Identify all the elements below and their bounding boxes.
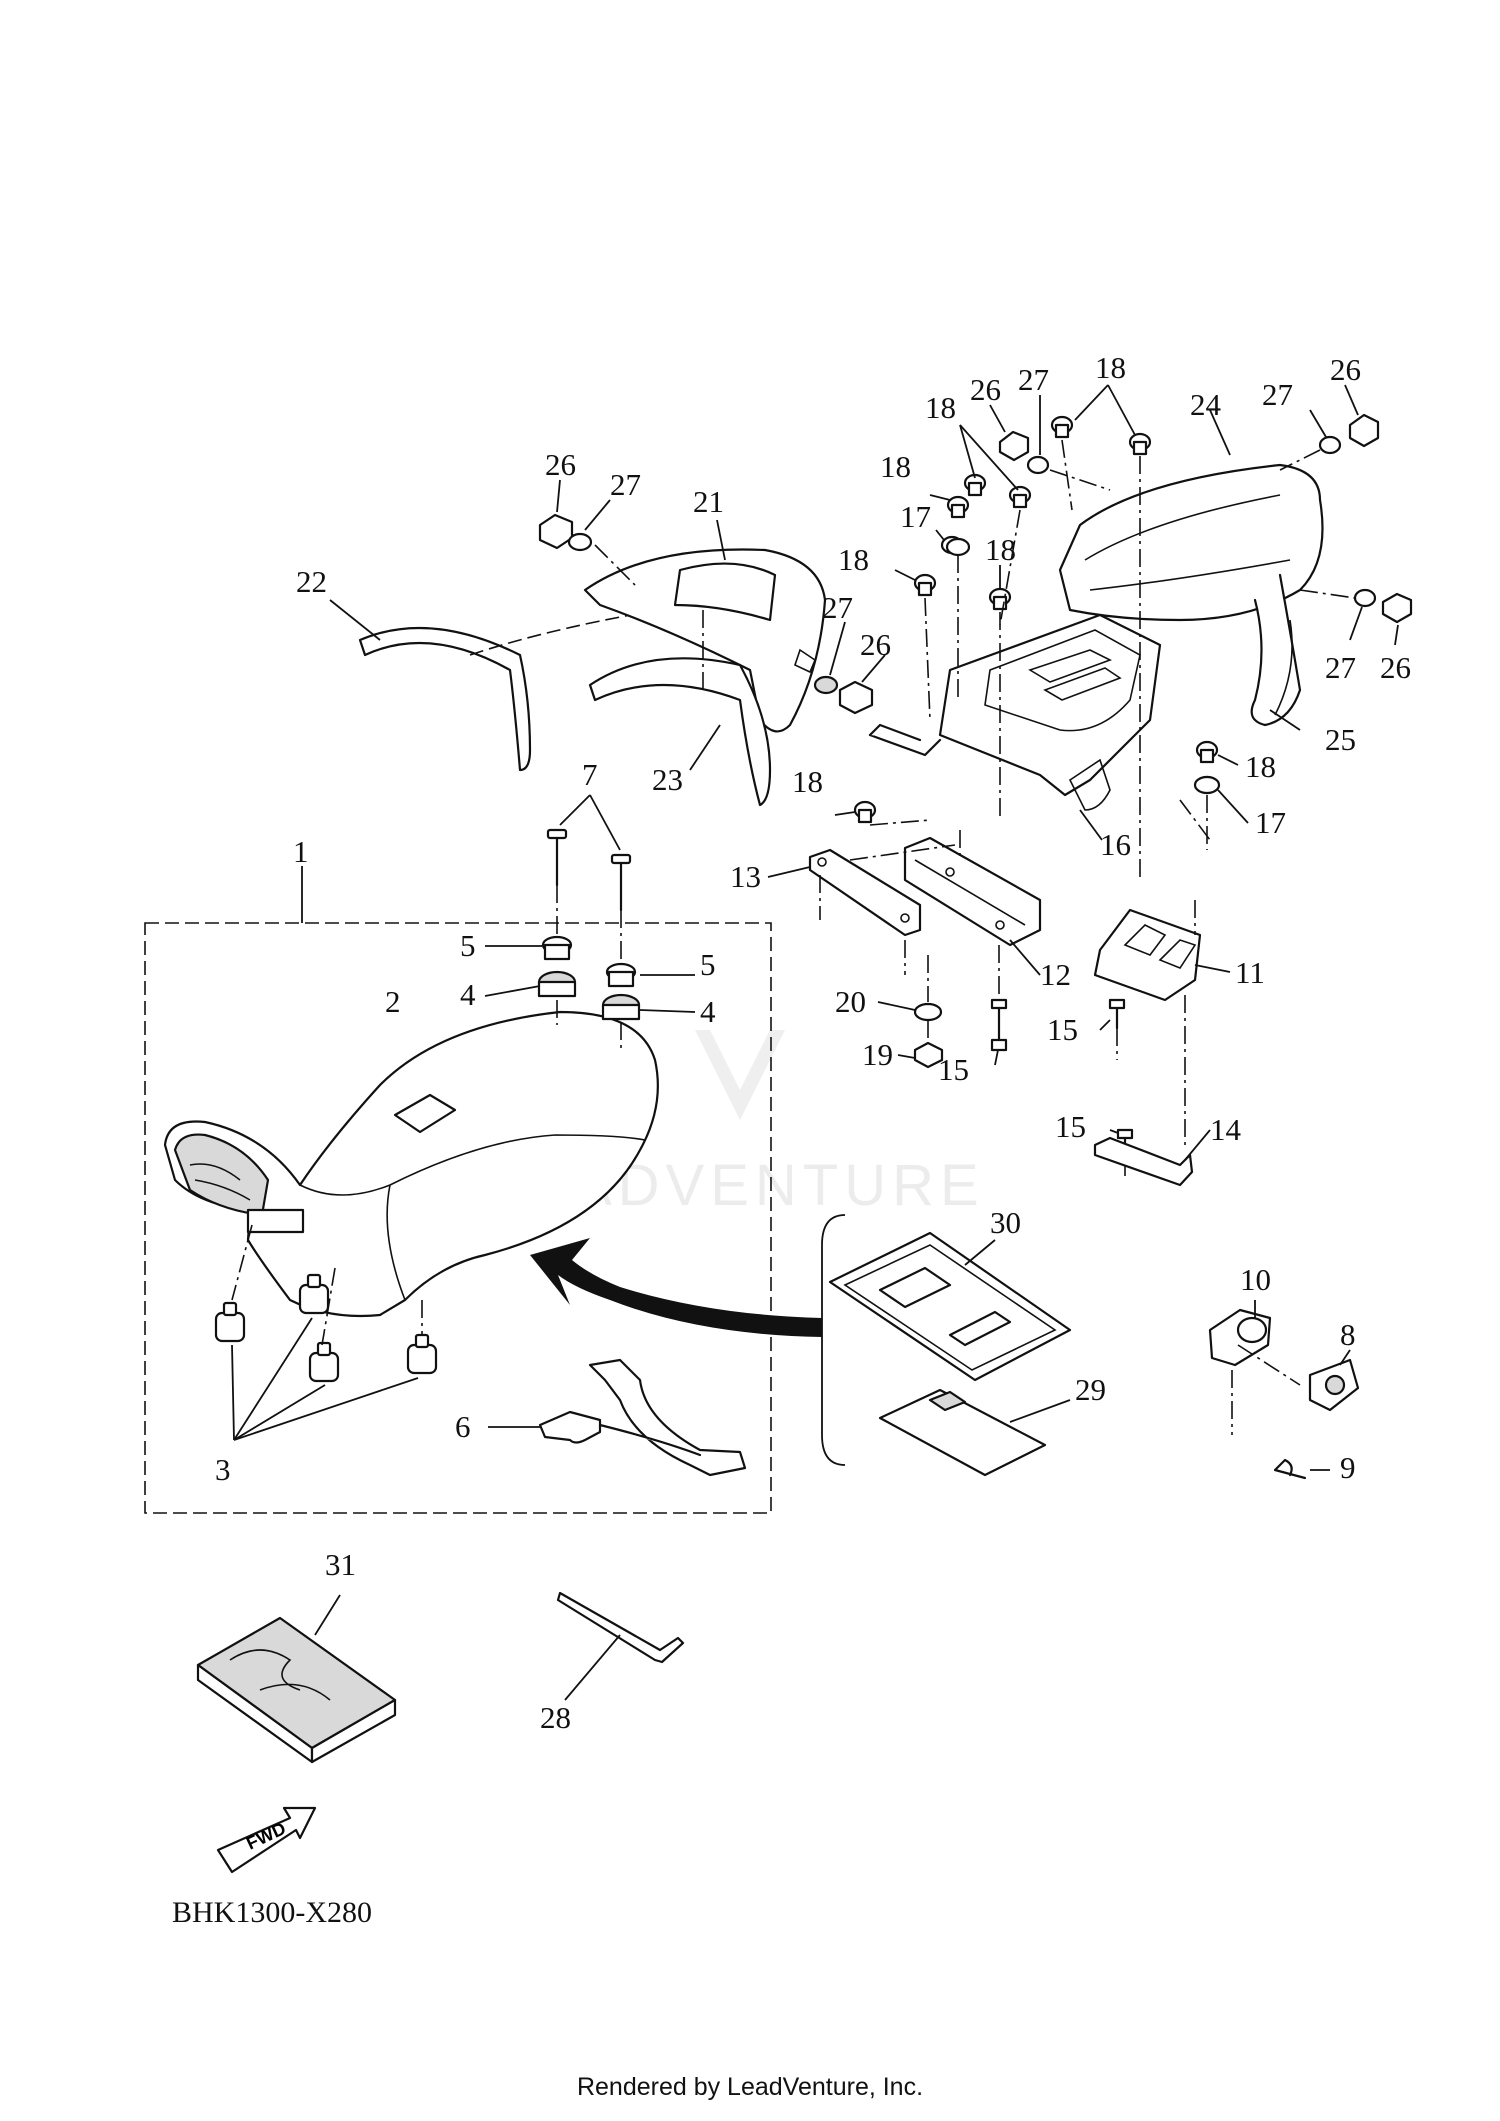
tray-16 <box>868 613 1162 811</box>
fasteners-19-20 <box>877 955 944 1069</box>
washers-17 <box>945 537 1221 795</box>
callout-27: 27 <box>1018 362 1049 397</box>
callout-26: 26 <box>970 372 1001 407</box>
callout-16: 16 <box>1100 827 1131 862</box>
fastener-26-left <box>538 479 611 552</box>
callout-14: 14 <box>1210 1112 1242 1147</box>
document-29 <box>878 1388 1071 1477</box>
callout-9: 9 <box>1340 1450 1356 1485</box>
seat-bolts <box>484 794 696 1048</box>
callout-26: 26 <box>1330 352 1361 387</box>
callout-26: 26 <box>1380 650 1411 685</box>
document-30 <box>828 1231 1072 1382</box>
rail-23 <box>588 657 772 807</box>
callout-24: 24 <box>1190 387 1222 422</box>
callout-18: 18 <box>838 542 869 577</box>
callout-6: 6 <box>455 1409 471 1444</box>
callout-15: 15 <box>1047 1012 1078 1047</box>
plate-11 <box>1093 900 1231 1150</box>
callout-18: 18 <box>1245 749 1276 784</box>
callout-labels: 1 2 3 4 4 5 5 6 7 8 9 10 11 12 13 14 15 … <box>215 350 1361 1735</box>
bracket-14 <box>1093 1129 1211 1187</box>
callout-17: 17 <box>900 499 931 534</box>
callout-4: 4 <box>460 977 476 1012</box>
callout-3: 3 <box>215 1452 231 1487</box>
callout-10: 10 <box>1240 1262 1271 1297</box>
watermark-logo <box>695 1030 785 1120</box>
fwd-arrow: FWD <box>216 1806 317 1874</box>
callout-30: 30 <box>990 1205 1021 1240</box>
callout-15: 15 <box>1055 1109 1086 1144</box>
fastener-26-top <box>989 395 1111 491</box>
callout-18: 18 <box>880 449 911 484</box>
tool-28 <box>556 1591 685 1701</box>
callout-11: 11 <box>1235 955 1265 990</box>
callout-23: 23 <box>652 762 683 797</box>
manual-31 <box>196 1594 397 1764</box>
seat[interactable] <box>163 1010 659 1318</box>
callout-18: 18 <box>985 532 1016 567</box>
callout-labels-right: 26 27 18 <box>1325 650 1411 685</box>
document-bracket <box>821 1214 846 1466</box>
bracket-12 <box>903 830 1042 976</box>
footer-credit: Rendered by LeadVenture, Inc. <box>576 2073 924 2101</box>
seat-strap <box>488 1358 747 1477</box>
bolts-15 <box>990 945 1134 1180</box>
fastener-26-right-bottom <box>1299 588 1413 646</box>
lock-assembly <box>1208 1300 1360 1480</box>
callout-1: 1 <box>293 834 309 869</box>
bracket-13 <box>767 848 922 975</box>
callout-25: 25 <box>1325 722 1356 757</box>
callout-21: 21 <box>693 484 724 519</box>
callout-17: 17 <box>1255 805 1286 840</box>
callout-27: 27 <box>822 590 853 625</box>
callout-22: 22 <box>296 564 327 599</box>
callout-8: 8 <box>1340 1317 1356 1352</box>
callout-31: 31 <box>325 1547 356 1582</box>
callout-15: 15 <box>938 1052 969 1087</box>
callout-18: 18 <box>792 764 823 799</box>
callout-4: 4 <box>700 994 716 1029</box>
install-arrow <box>530 1238 822 1337</box>
callout-20: 20 <box>835 984 866 1019</box>
fastener-26-mid <box>813 621 886 715</box>
callout-2: 2 <box>385 984 401 1019</box>
callout-29: 29 <box>1075 1372 1106 1407</box>
callout-7: 7 <box>582 757 598 792</box>
callout-26: 26 <box>860 627 891 662</box>
diagram-code: BHK1300-X280 <box>172 1896 372 1929</box>
callout-13: 13 <box>730 859 761 894</box>
callout-5: 5 <box>460 928 476 963</box>
callout-27: 27 <box>610 467 641 502</box>
grab-bar-24 <box>1058 463 1324 727</box>
callout-12: 12 <box>1040 957 1071 992</box>
callout-27: 27 <box>1325 650 1356 685</box>
callout-18: 18 <box>1095 350 1126 385</box>
callout-26: 26 <box>545 447 576 482</box>
callout-28: 28 <box>540 1700 571 1735</box>
rail-22 <box>358 626 532 772</box>
callout-19: 19 <box>862 1037 893 1072</box>
cover-21 <box>583 548 827 733</box>
seat-assembly-box <box>144 922 772 1514</box>
fastener-26-right-top <box>1279 384 1380 471</box>
callout-5: 5 <box>700 947 716 982</box>
callout-18: 18 <box>925 390 956 425</box>
damper-group <box>214 1224 438 1441</box>
callout-27: 27 <box>1262 377 1293 412</box>
